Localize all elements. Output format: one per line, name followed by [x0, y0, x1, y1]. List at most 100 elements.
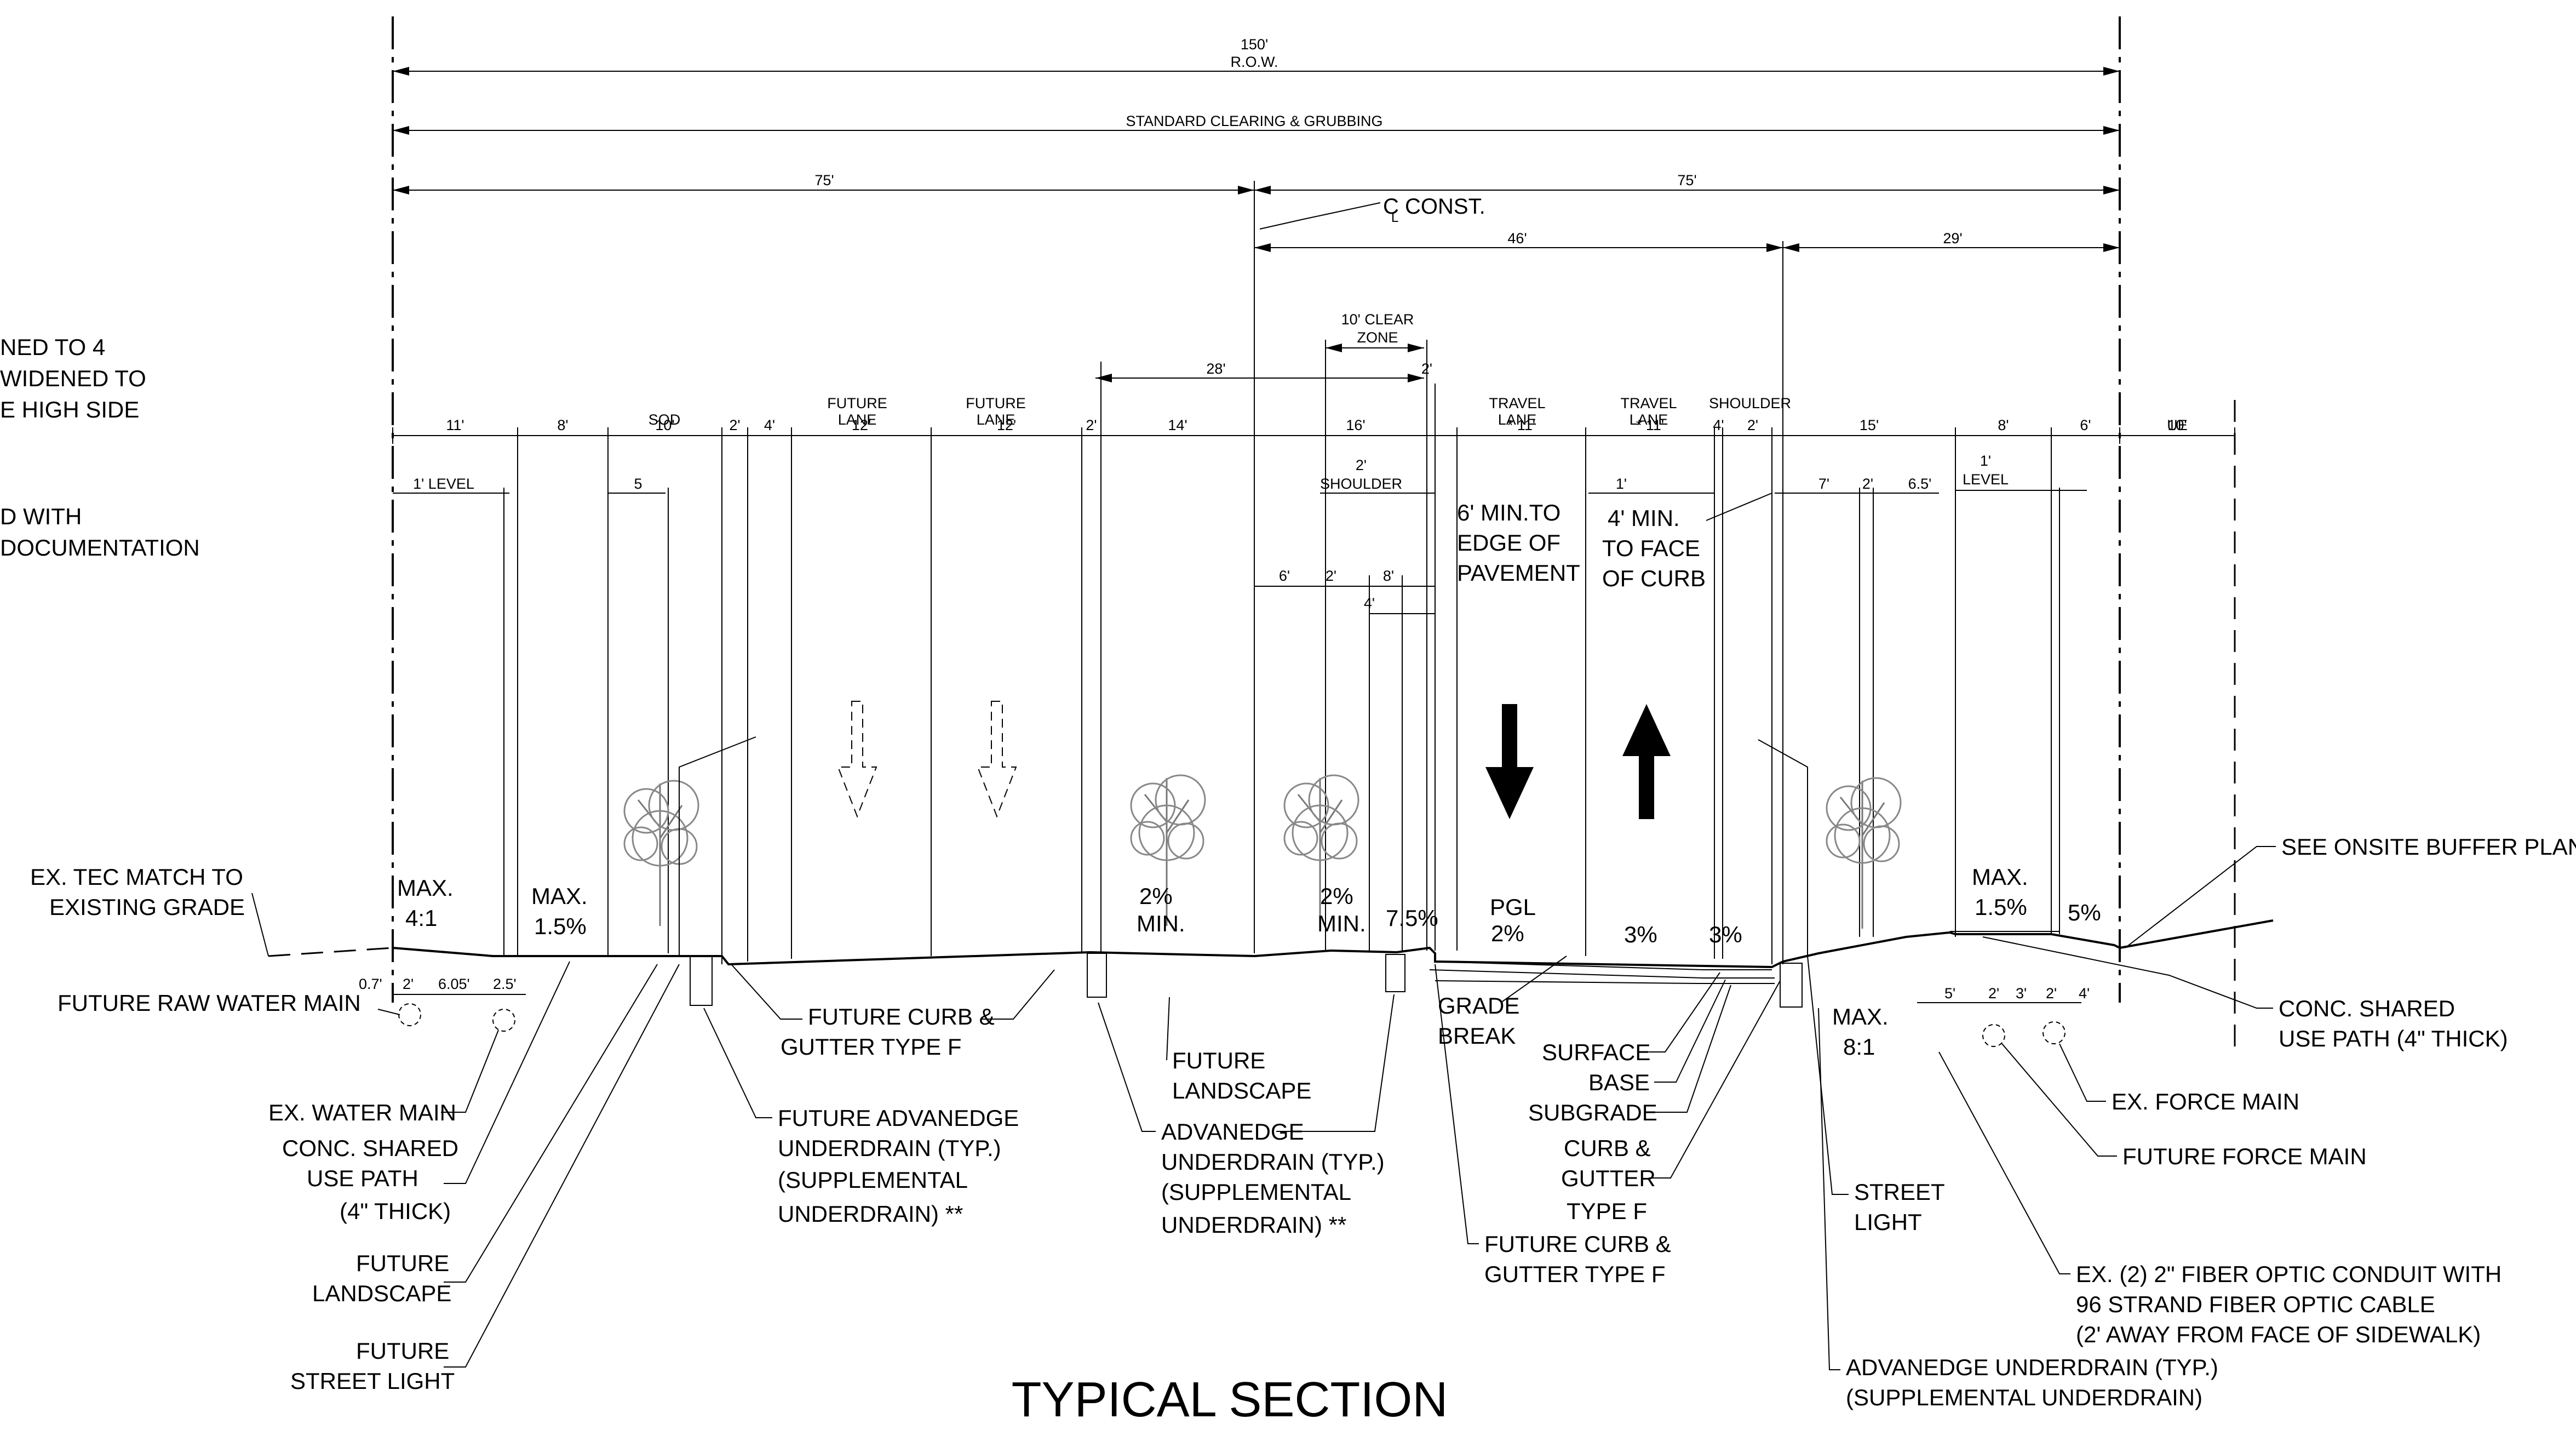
segment-dimension: 14' — [1168, 417, 1187, 433]
row-width: 150' — [1241, 36, 1268, 53]
segment-dimension: 12' — [997, 417, 1016, 433]
svg-text:CONC. SHARED: CONC. SHARED — [282, 1135, 458, 1161]
svg-text:GUTTER: GUTTER — [1561, 1165, 1656, 1191]
svg-text:4': 4' — [2079, 985, 2090, 1002]
svg-text:PGL: PGL — [1490, 894, 1536, 920]
svg-text:TYPE F: TYPE F — [1567, 1198, 1647, 1224]
svg-text:2': 2' — [1356, 457, 1367, 473]
segment-dimension: 4' — [1713, 417, 1724, 433]
svg-text:5': 5' — [1944, 985, 1955, 1002]
utility-dims-right: 5' 2' 3' 2' 4' — [1917, 985, 2090, 1003]
svg-text:0.7': 0.7' — [359, 976, 382, 992]
segment-dimension: 12' — [852, 417, 871, 433]
street-light-right — [1758, 739, 1808, 956]
svg-text:6.5': 6.5' — [1908, 476, 1932, 492]
segment-label: SHOULDER — [1709, 395, 1791, 411]
svg-text:3%: 3% — [1709, 922, 1742, 947]
dim-halves: 75' 75' — [393, 172, 2120, 953]
ground-profile — [268, 919, 2274, 1008]
svg-text:EX. (2) 2" FIBER OPTIC CONDUIT: EX. (2) 2" FIBER OPTIC CONDUIT WITH — [2076, 1261, 2502, 1287]
segment-dimension-string: 11'8'10'2'4'12'12'2'14'16'* 11'* 11'4'2'… — [392, 395, 2235, 444]
svg-text:UNDERDRAIN) **: UNDERDRAIN) ** — [778, 1201, 963, 1227]
svg-text:LANDSCAPE: LANDSCAPE — [312, 1280, 451, 1306]
svg-text:1' LEVEL: 1' LEVEL — [413, 476, 474, 492]
svg-text:1.5%: 1.5% — [1975, 894, 2027, 920]
left-notes: NED TO 4 WIDENED TO E HIGH SIDE D WITH D… — [0, 334, 200, 560]
segment-label: FUTURE — [966, 395, 1026, 411]
svg-text:CONC. SHARED: CONC. SHARED — [2279, 996, 2455, 1021]
svg-text:8': 8' — [1383, 568, 1394, 584]
segment-dimension: 8' — [557, 417, 568, 433]
tree-median-left — [1130, 774, 1206, 926]
future-raw-water-main — [398, 1003, 421, 1026]
construction-centerline-label: C CONST. L — [1259, 195, 1485, 230]
svg-text:(SUPPLEMENTAL UNDERDRAIN): (SUPPLEMENTAL UNDERDRAIN) — [1846, 1385, 2202, 1410]
dim-46-29: 46' 29' — [1254, 230, 2120, 964]
drawing-title: TYPICAL SECTION — [1012, 1372, 1448, 1427]
segment-label: LANE — [1498, 411, 1537, 428]
svg-text:(SUPPLEMENTAL: (SUPPLEMENTAL — [1161, 1179, 1351, 1205]
svg-text:D WITH: D WITH — [0, 504, 82, 529]
travel-lane-arrow-up — [1622, 704, 1671, 819]
segment-dimension: 10' — [655, 417, 674, 433]
svg-text:PAVEMENT: PAVEMENT — [1457, 560, 1580, 586]
svg-text:NED TO 4: NED TO 4 — [0, 334, 105, 360]
segment-dimension: 2' — [1747, 417, 1758, 433]
svg-text:SEE ONSITE BUFFER PLAN: SEE ONSITE BUFFER PLAN — [2281, 834, 2576, 860]
svg-text:(SUPPLEMENTAL: (SUPPLEMENTAL — [778, 1167, 968, 1193]
svg-text:EXISTING GRADE: EXISTING GRADE — [49, 894, 245, 920]
right-half-width: 75' — [1677, 172, 1696, 188]
svg-text:USE PATH (4" THICK): USE PATH (4" THICK) — [2279, 1026, 2508, 1051]
segment-label: UE — [2167, 417, 2188, 433]
ex-water-main — [492, 1009, 515, 1032]
travel-lane-arrow-down — [1485, 704, 1534, 819]
tree-median-right — [1283, 774, 1359, 926]
svg-text:C CONST.: C CONST. — [1383, 195, 1485, 219]
svg-text:GUTTER TYPE F: GUTTER TYPE F — [1484, 1261, 1666, 1287]
svg-text:LANDSCAPE: LANDSCAPE — [1172, 1078, 1311, 1103]
svg-text:1': 1' — [1616, 476, 1627, 492]
svg-text:FUTURE ADVANEDGE: FUTURE ADVANEDGE — [778, 1105, 1019, 1131]
segment-dimension: * 11' — [1507, 417, 1535, 433]
svg-text:EX. TEC MATCH TO: EX. TEC MATCH TO — [30, 864, 243, 890]
svg-text:ZONE: ZONE — [1357, 329, 1398, 346]
svg-text:7': 7' — [1818, 476, 1829, 492]
street-light-left — [679, 736, 756, 956]
future-lane-arrow-right — [977, 701, 1017, 818]
svg-text:6': 6' — [1279, 568, 1290, 584]
future-lane-arrow-left — [837, 701, 877, 818]
curb-left — [690, 956, 713, 1006]
svg-text:1': 1' — [1980, 453, 1991, 469]
segment-label: LANE — [977, 411, 1016, 428]
svg-text:2%: 2% — [1491, 920, 1524, 946]
svg-text:EDGE OF: EDGE OF — [1457, 530, 1560, 556]
svg-text:28': 28' — [1206, 361, 1225, 377]
ex-force-main — [2043, 1021, 2066, 1044]
segment-dimension: 15' — [1860, 417, 1879, 433]
svg-text:6' MIN.TO: 6' MIN.TO — [1457, 500, 1560, 525]
mid-notes: 6' MIN.TO EDGE OF PAVEMENT 4' MIN. TO FA… — [1457, 493, 1772, 591]
svg-text:MAX.: MAX. — [1972, 864, 2028, 890]
curb-right — [1780, 963, 1803, 1008]
segment-dimension: 2' — [729, 417, 740, 433]
svg-text:FUTURE: FUTURE — [356, 1250, 449, 1276]
svg-text:2': 2' — [1326, 568, 1336, 584]
svg-text:CURB &: CURB & — [1564, 1135, 1651, 1161]
underdrain-curb — [1385, 954, 1405, 992]
segment-label: LANE — [838, 411, 877, 428]
segment-dimension: 10' — [2167, 417, 2187, 433]
svg-text:USE PATH: USE PATH — [307, 1165, 418, 1191]
svg-text:SHOULDER: SHOULDER — [1320, 476, 1402, 492]
svg-text:FUTURE FORCE MAIN: FUTURE FORCE MAIN — [2122, 1143, 2367, 1169]
callouts: EX. TEC MATCH TO EXISTING GRADE FUTURE R… — [30, 834, 2576, 1410]
sub-dimensions: 1' LEVEL 5 6' 2' 8' 4' 2' SHOULDER 1' 7'… — [393, 453, 2087, 614]
svg-text:FUTURE RAW WATER MAIN: FUTURE RAW WATER MAIN — [58, 990, 361, 1016]
svg-text:BASE: BASE — [1588, 1069, 1650, 1095]
svg-text:8:1: 8:1 — [1843, 1034, 1875, 1060]
svg-text:4' MIN.: 4' MIN. — [1608, 505, 1680, 531]
svg-text:LIGHT: LIGHT — [1854, 1209, 1922, 1235]
svg-text:2%: 2% — [1139, 883, 1173, 909]
svg-text:2': 2' — [1988, 985, 1999, 1002]
